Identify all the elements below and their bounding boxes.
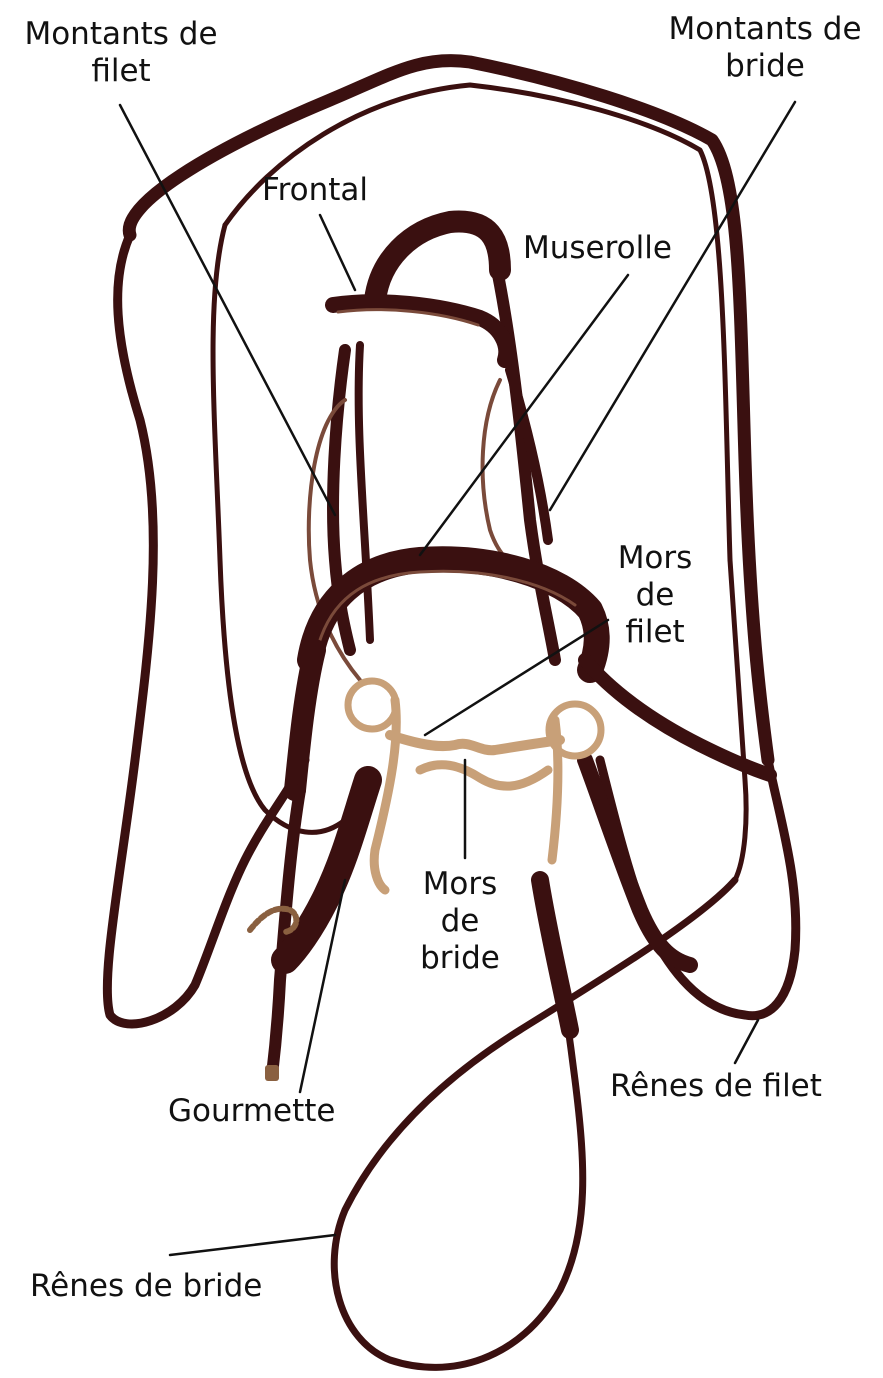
label-gourmette: Gourmette bbox=[168, 1093, 336, 1130]
curb-port bbox=[420, 765, 548, 786]
label-mors-bride-line3: bride bbox=[405, 940, 515, 977]
headstall-crown bbox=[375, 222, 500, 300]
rein-left-inner bbox=[213, 225, 345, 832]
rein-left-outer bbox=[107, 235, 305, 1024]
label-montants-filet-line1: Montants de bbox=[6, 16, 236, 53]
leader-frontal bbox=[320, 215, 355, 290]
label-mors-bride: Mors de bride bbox=[405, 866, 515, 977]
noseband-strap-left bbox=[295, 650, 315, 790]
label-montants-bride: Montants de bride bbox=[650, 11, 880, 85]
cheekpiece-right bbox=[495, 260, 555, 660]
snaffle-ring-left bbox=[348, 681, 396, 729]
leader-montants-filet bbox=[120, 105, 335, 515]
bit-mouthpiece bbox=[390, 735, 560, 750]
label-mors-bride-line2: de bbox=[405, 903, 515, 940]
label-renes-filet: Rênes de filet bbox=[610, 1068, 822, 1105]
label-mors-bride-line1: Mors bbox=[405, 866, 515, 903]
cheekpiece-left-2 bbox=[359, 345, 370, 640]
label-mors-filet-line3: filet bbox=[600, 614, 710, 651]
label-muserolle: Muserolle bbox=[523, 230, 672, 267]
label-montants-filet: Montants de filet bbox=[6, 16, 236, 90]
rein-right-inner bbox=[730, 560, 746, 880]
leader-renes-bride bbox=[170, 1235, 335, 1255]
label-mors-filet: Mors de filet bbox=[600, 540, 710, 651]
label-montants-bride-line1: Montants de bbox=[650, 11, 880, 48]
label-frontal: Frontal bbox=[262, 172, 368, 209]
label-montants-bride-line2: bride bbox=[650, 48, 880, 85]
label-mors-filet-line2: de bbox=[600, 577, 710, 614]
label-montants-filet-line2: filet bbox=[6, 53, 236, 90]
leader-montants-bride bbox=[550, 102, 795, 510]
leader-renes-filet bbox=[735, 1020, 758, 1063]
rein-tip bbox=[265, 1065, 279, 1081]
curb-shank-right bbox=[552, 720, 558, 860]
label-renes-bride: Rênes de bride bbox=[30, 1268, 262, 1305]
label-mors-filet-line1: Mors bbox=[600, 540, 710, 577]
